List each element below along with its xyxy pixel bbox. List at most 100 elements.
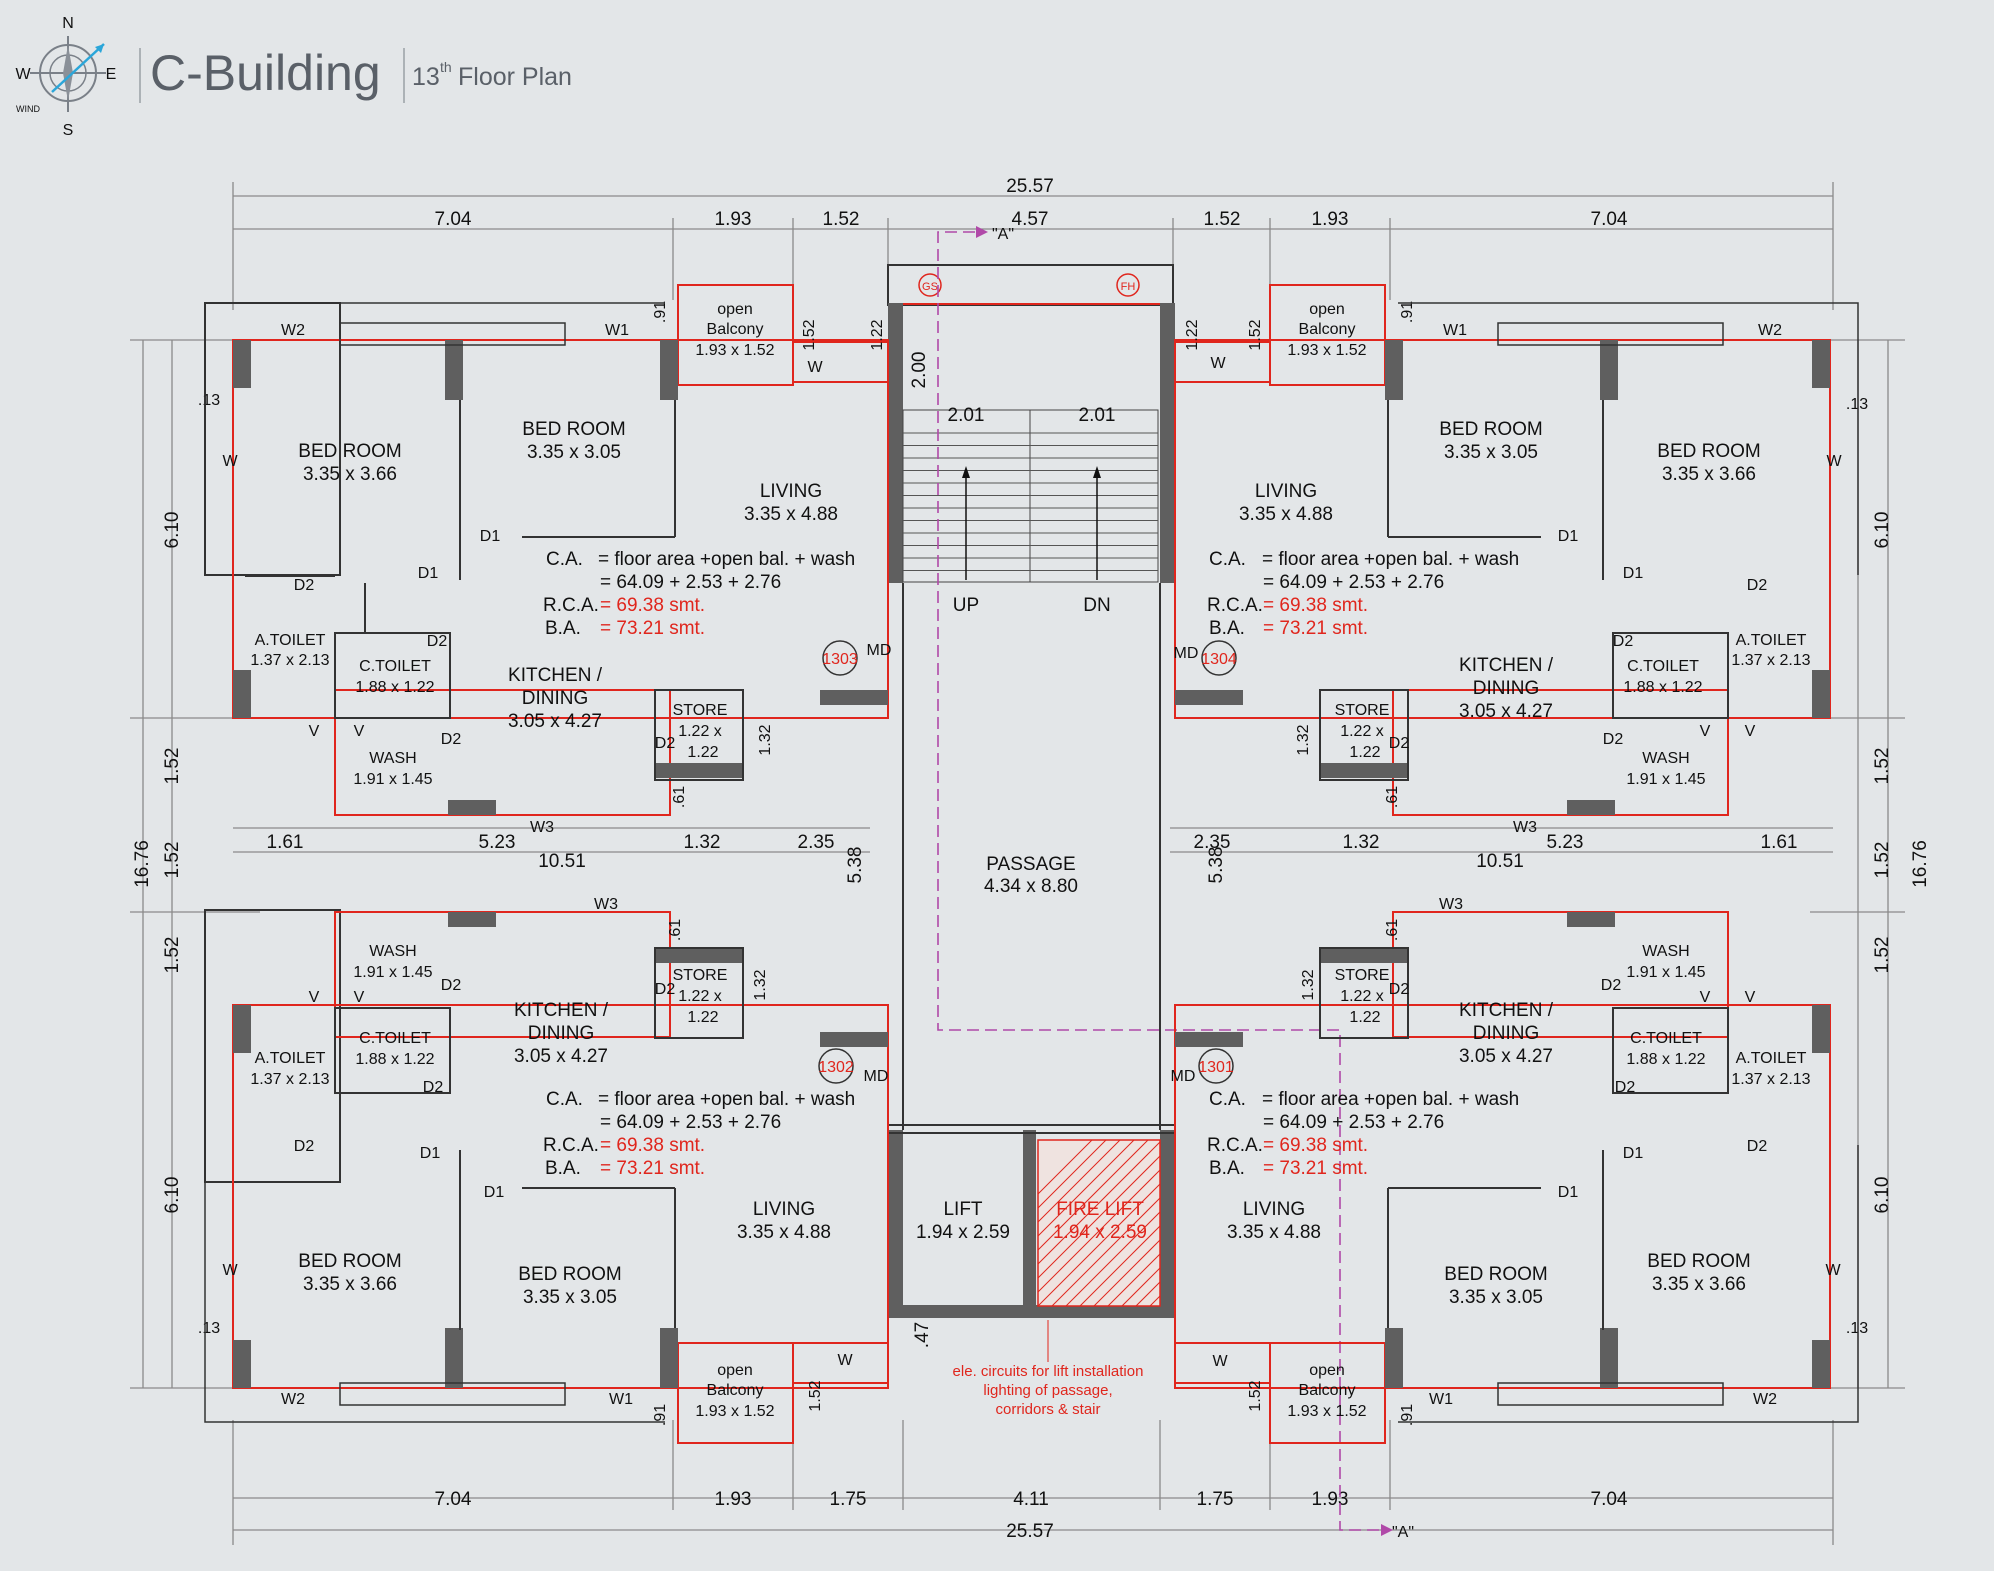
svg-text:W1: W1 bbox=[1443, 322, 1467, 339]
svg-text:5.23: 5.23 bbox=[1547, 832, 1584, 853]
svg-text:5.38: 5.38 bbox=[845, 847, 866, 884]
top-dimension-labels: 25.57 7.04 1.93 1.52 4.57 1.52 1.93 7.04 bbox=[435, 176, 1628, 230]
svg-text:4.34 x 8.80: 4.34 x 8.80 bbox=[984, 876, 1078, 897]
svg-text:MD: MD bbox=[1171, 1068, 1196, 1085]
svg-text:1.75: 1.75 bbox=[1197, 1489, 1234, 1510]
svg-text:ele. circuits for lift install: ele. circuits for lift installation bbox=[953, 1363, 1144, 1380]
svg-text:D2: D2 bbox=[1389, 735, 1410, 752]
svg-text:D2: D2 bbox=[423, 1079, 444, 1096]
svg-text:V: V bbox=[309, 989, 320, 1006]
svg-text:3.05 x 4.27: 3.05 x 4.27 bbox=[514, 1046, 608, 1067]
svg-text:C.A.: C.A. bbox=[546, 1089, 583, 1110]
hatch-line bbox=[1037, 1139, 1093, 1195]
svg-text:C.TOILET: C.TOILET bbox=[1627, 658, 1699, 675]
svg-text:WASH: WASH bbox=[1642, 750, 1689, 767]
stair-treads bbox=[903, 432, 1158, 571]
section-marker-bottom: "A" bbox=[1392, 1524, 1414, 1541]
svg-text:3.35 x 3.66: 3.35 x 3.66 bbox=[1652, 1274, 1746, 1295]
svg-text:1.37 x 2.13: 1.37 x 2.13 bbox=[1731, 1071, 1810, 1088]
passage-room: PASSAGE 4.34 x 8.80 bbox=[984, 854, 1078, 897]
svg-text:MD: MD bbox=[864, 1068, 889, 1085]
svg-text:3.35 x 4.88: 3.35 x 4.88 bbox=[1227, 1222, 1321, 1243]
svg-text:3.35 x 3.05: 3.35 x 3.05 bbox=[523, 1287, 617, 1308]
floor-subtitle: 13 th Floor Plan bbox=[412, 59, 572, 91]
svg-text:W: W bbox=[1826, 453, 1842, 470]
svg-text:10.51: 10.51 bbox=[538, 851, 586, 872]
section-line-a: "A" "A" bbox=[937, 226, 1414, 1541]
svg-text:1.88 x 1.22: 1.88 x 1.22 bbox=[355, 1051, 434, 1068]
svg-text:1.52: 1.52 bbox=[823, 209, 860, 230]
svg-text:1.22: 1.22 bbox=[1349, 744, 1380, 761]
svg-text:W3: W3 bbox=[594, 896, 618, 913]
svg-text:1.22: 1.22 bbox=[687, 744, 718, 761]
svg-text:open: open bbox=[717, 1362, 753, 1379]
svg-text:WASH: WASH bbox=[369, 750, 416, 767]
svg-text:W: W bbox=[222, 453, 238, 470]
svg-text:1.52: 1.52 bbox=[1247, 319, 1264, 350]
svg-text:R.C.A.: R.C.A. bbox=[1207, 1135, 1263, 1156]
svg-text:th: th bbox=[440, 59, 452, 75]
svg-text:V: V bbox=[309, 723, 320, 740]
svg-text:V: V bbox=[1700, 989, 1711, 1006]
fire-lift-hatch bbox=[1037, 1139, 1161, 1307]
svg-text:1.32: 1.32 bbox=[757, 724, 774, 755]
svg-text:D1: D1 bbox=[1558, 528, 1579, 545]
svg-text:1.52: 1.52 bbox=[162, 748, 183, 785]
svg-text:1.52: 1.52 bbox=[1872, 937, 1893, 974]
svg-text:D2: D2 bbox=[441, 977, 462, 994]
stair-down-label: DN bbox=[1083, 595, 1110, 616]
fire-lift-room: FIRE LIFT 1.94 x 2.59 bbox=[1053, 1199, 1147, 1243]
section-marker-top: "A" bbox=[992, 226, 1014, 243]
svg-text:= floor area +open bal. + wash: = floor area +open bal. + wash bbox=[1262, 1089, 1519, 1110]
svg-text:W: W bbox=[1825, 1262, 1841, 1279]
hatch-line bbox=[1037, 1155, 1161, 1279]
svg-text:R.C.A.: R.C.A. bbox=[543, 595, 599, 616]
svg-text:D2: D2 bbox=[1615, 1079, 1636, 1096]
svg-text:= 64.09 + 2.53 + 2.76: = 64.09 + 2.53 + 2.76 bbox=[600, 1112, 781, 1133]
area-note-1303: C.A. = floor area +open bal. + wash = 64… bbox=[543, 549, 855, 639]
flat-number-1303: 1303 MD bbox=[822, 640, 891, 676]
svg-text:1.22 x: 1.22 x bbox=[1340, 988, 1384, 1005]
svg-text:C.TOILET: C.TOILET bbox=[1630, 1030, 1702, 1047]
svg-text:= 64.09 + 2.53 + 2.76: = 64.09 + 2.53 + 2.76 bbox=[1263, 1112, 1444, 1133]
svg-text:D1: D1 bbox=[418, 565, 439, 582]
svg-text:3.05 x 4.27: 3.05 x 4.27 bbox=[508, 711, 602, 732]
svg-text:1.37 x 2.13: 1.37 x 2.13 bbox=[250, 1071, 329, 1088]
svg-text:W: W bbox=[837, 1352, 853, 1369]
stair-up-label: UP bbox=[953, 595, 979, 616]
svg-text:C.A.: C.A. bbox=[1209, 549, 1246, 570]
hatch-line bbox=[1093, 1239, 1161, 1307]
svg-text:1301: 1301 bbox=[1198, 1059, 1234, 1076]
svg-text:D1: D1 bbox=[1558, 1184, 1579, 1201]
hatch-line bbox=[1079, 1225, 1161, 1307]
compass-n: N bbox=[62, 15, 74, 32]
svg-text:D2: D2 bbox=[655, 735, 676, 752]
svg-text:6.10: 6.10 bbox=[162, 512, 183, 549]
stair-width-right: 2.01 bbox=[1079, 405, 1116, 426]
hatch-line bbox=[1037, 1141, 1161, 1265]
svg-text:1.22: 1.22 bbox=[869, 319, 886, 350]
building-title: C-Building bbox=[150, 45, 381, 101]
hatch-line bbox=[1149, 1295, 1161, 1307]
hatch-line bbox=[1037, 1169, 1161, 1293]
svg-text:Floor Plan: Floor Plan bbox=[458, 63, 572, 91]
svg-text:.91: .91 bbox=[652, 301, 669, 323]
svg-text:1.52: 1.52 bbox=[1872, 748, 1893, 785]
svg-text:1.88 x 1.22: 1.88 x 1.22 bbox=[355, 679, 434, 696]
hatch-line bbox=[1037, 1139, 1149, 1251]
svg-text:3.35 x 3.05: 3.35 x 3.05 bbox=[1444, 442, 1538, 463]
svg-text:Balcony: Balcony bbox=[1299, 321, 1356, 338]
svg-text:WASH: WASH bbox=[1642, 943, 1689, 960]
svg-text:5.38: 5.38 bbox=[1206, 847, 1227, 884]
svg-text:D1: D1 bbox=[1623, 1145, 1644, 1162]
svg-text:D2: D2 bbox=[655, 981, 676, 998]
svg-text:6.10: 6.10 bbox=[162, 1177, 183, 1214]
svg-text:BED ROOM: BED ROOM bbox=[1444, 1264, 1547, 1285]
svg-text:1.94 x 2.59: 1.94 x 2.59 bbox=[1053, 1222, 1147, 1243]
svg-text:BED ROOM: BED ROOM bbox=[1647, 1251, 1750, 1272]
svg-text:1.32: 1.32 bbox=[684, 832, 721, 853]
core-structure bbox=[887, 264, 1175, 1130]
flat-number-1304: 1304 MD bbox=[1174, 640, 1237, 676]
svg-text:A.TOILET: A.TOILET bbox=[1736, 1050, 1807, 1067]
